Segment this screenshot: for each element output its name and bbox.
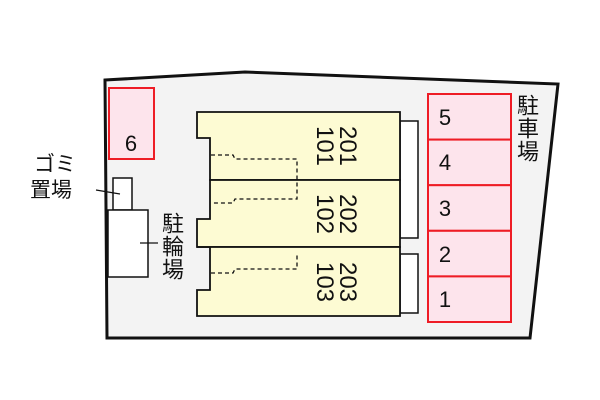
- parking-space-5: [427, 93, 512, 141]
- unit-number-upper: 203: [334, 262, 361, 302]
- parking-space-number: 2: [439, 242, 451, 267]
- parking-space-number: 4: [439, 150, 451, 175]
- unit-number-lower: 103: [311, 262, 338, 302]
- unit-number-upper: 202: [334, 194, 361, 234]
- bicycle-parking-label: 駐輪場: [158, 212, 183, 281]
- unit-number-lower: 102: [311, 194, 338, 234]
- garbage-label-line2: 置場: [30, 178, 72, 202]
- unit-number-lower: 101: [311, 126, 338, 166]
- balcony: [399, 253, 419, 314]
- parking-label: 駐車場: [513, 94, 538, 163]
- balcony: [399, 120, 419, 239]
- parking-space-6: [108, 87, 155, 160]
- interior-dashed-line: [211, 253, 298, 274]
- garbage-area: [112, 177, 133, 211]
- parking-space-number: 3: [439, 196, 451, 221]
- parking-space-6-number: 6: [125, 131, 137, 156]
- parking-space-number: 5: [439, 105, 451, 130]
- parking-space-1: [427, 275, 512, 323]
- garbage-label-line1: ゴミ: [34, 152, 76, 176]
- unit-block-1: [196, 111, 401, 181]
- unit-block-3: [196, 246, 401, 317]
- unit-number-upper: 201: [334, 126, 361, 166]
- interior-dashed-line: [211, 154, 298, 204]
- parking-area: 5 4 3 2 1: [427, 93, 512, 323]
- parking-space-number: 1: [439, 287, 451, 312]
- garbage-leader-line: [95, 189, 121, 195]
- unit-block-2: [196, 179, 401, 248]
- parking-space-4: [427, 138, 512, 187]
